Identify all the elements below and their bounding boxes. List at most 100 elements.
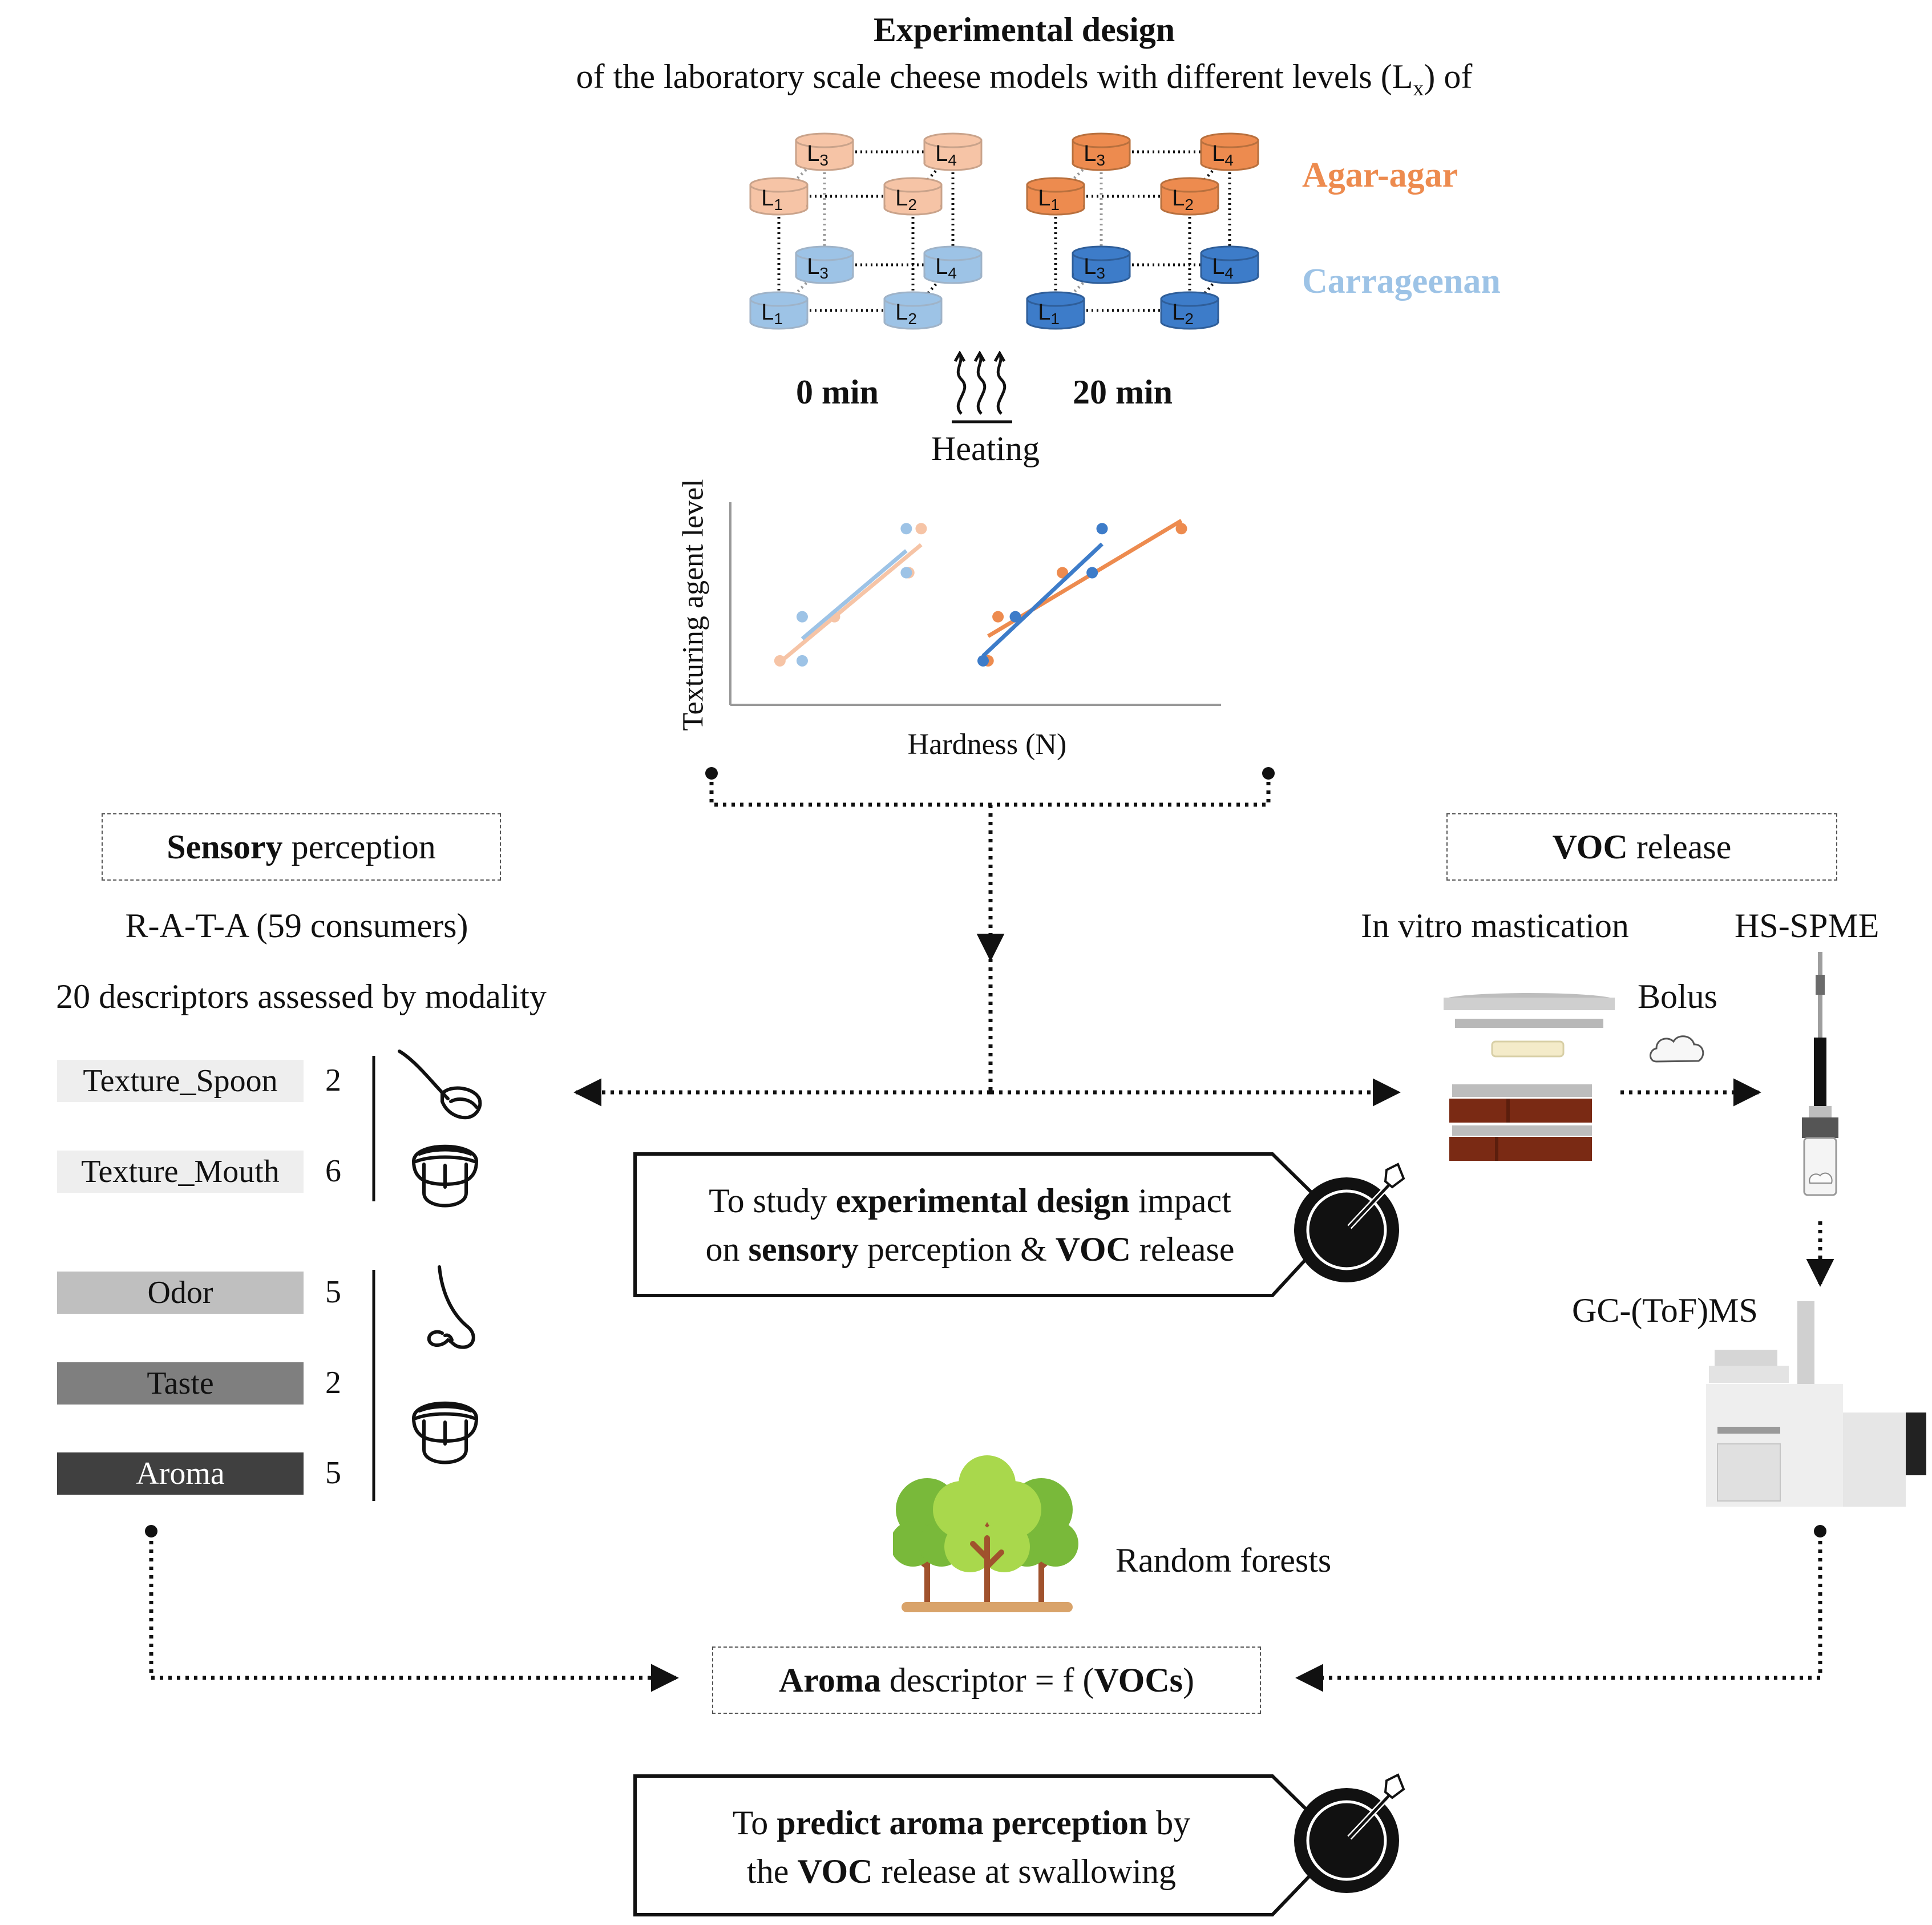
trend-line-3 [981, 542, 1104, 657]
modality-count: 5 [325, 1274, 341, 1310]
text-run: sensory [748, 1230, 859, 1268]
trend-line-1 [801, 549, 908, 640]
text-run: release at swallowing [872, 1853, 1176, 1890]
cheese-model-cylinder: L4 [923, 245, 983, 284]
text-run: by [1147, 1804, 1191, 1842]
cheese-model-cylinder: L3 [1072, 132, 1131, 171]
objective-1-number: 1 [1023, 1222, 1042, 1260]
modality-count: 2 [325, 1063, 341, 1098]
cheese-model-cylinder: L1 [1026, 291, 1085, 330]
aroma-link-dot [145, 1525, 157, 1537]
modality-texture-spoon: Texture_Spoon [57, 1060, 304, 1102]
gc-ms-instrument-icon [1706, 1301, 1926, 1507]
cheese-model-cylinder: L4 [923, 132, 983, 171]
text-run: To study [709, 1182, 836, 1220]
cheese-model-cylinder: L4 [1200, 245, 1259, 284]
cheese-model-cylinder: L4 [1200, 132, 1259, 171]
time-end-label: 20 min [1073, 373, 1173, 411]
cheese-model-cylinder: L1 [749, 291, 809, 330]
rata-label: R-A-T-A (59 consumers) [125, 907, 468, 945]
sensory-perception-box: Sensory perception [102, 813, 501, 881]
text-run: impact [1129, 1182, 1231, 1220]
text-run: ) [1183, 1661, 1195, 1699]
objective-1-line-1: To study experimental design impact [709, 1181, 1231, 1221]
data-point-0-0 [774, 655, 786, 667]
aroma-formula-box: Aroma descriptor = f (VOCs) [712, 1646, 1261, 1714]
text-run: VOCs [1094, 1661, 1183, 1699]
cheese-model-cylinder: L1 [749, 177, 809, 216]
data-point-1-0 [796, 655, 808, 667]
objective-2-number: 2 [1023, 1821, 1042, 1859]
cheese-model-cylinder: L2 [883, 291, 943, 330]
data-point-2-1 [992, 611, 1004, 623]
data-point-0-3 [915, 523, 927, 535]
cheese-model-cylinder: L2 [1160, 291, 1219, 330]
data-point-3-3 [1096, 523, 1108, 535]
text-run: descriptor = f ( [880, 1661, 1094, 1699]
data-point-2-2 [1057, 567, 1069, 579]
chart-bracket-connector [573, 773, 1401, 1107]
cheese-model-cylinder: L3 [795, 245, 854, 284]
objective-2-line-1: To predict aroma perception by [733, 1803, 1190, 1843]
hardness-chart [729, 502, 1221, 706]
text-run: perception & [858, 1230, 1056, 1268]
modality-count: 2 [325, 1365, 341, 1401]
cheese-model-cylinder: L2 [883, 177, 943, 216]
gc-tof-ms-label: GC-(ToF)MS [1572, 1292, 1758, 1329]
forest-trees-icon [893, 1455, 1078, 1612]
masticator-apparatus-icon [1444, 993, 1615, 1161]
data-point-1-2 [900, 567, 912, 579]
objective-1-frame [633, 1152, 1405, 1297]
gc-link-dot [1814, 1525, 1826, 1537]
modality-taste: Taste [57, 1362, 304, 1405]
modality-count: 5 [325, 1455, 341, 1491]
cheese-model-cylinder: L1 [1026, 177, 1085, 216]
text-run: release [1130, 1230, 1235, 1268]
cheese-model-cylinder: L3 [1072, 245, 1131, 284]
text-run: Aroma [778, 1661, 881, 1699]
mouth-tongue-icon [411, 1144, 479, 1208]
modality-count: 6 [325, 1153, 341, 1189]
text-run: experimental design [835, 1182, 1130, 1220]
bolus-cloud-icon [1650, 1035, 1704, 1063]
data-point-1-1 [796, 611, 808, 623]
objective-2-frame [633, 1773, 1405, 1916]
hs-spme-label: HS-SPME [1735, 907, 1880, 945]
text-run: predict aroma perception [777, 1804, 1148, 1842]
voc-release-box: VOC release [1446, 813, 1837, 881]
svg-text:L4: L4 [1212, 141, 1234, 169]
time-start-label: 0 min [796, 373, 879, 411]
data-point-1-3 [900, 523, 912, 535]
in-vitro-mastication-label: In vitro mastication [1361, 907, 1629, 945]
design-title: Experimental design [873, 11, 1175, 49]
bracket-dot-right [1262, 767, 1275, 780]
text-run: the [747, 1853, 798, 1890]
spoon-icon [398, 1050, 482, 1120]
data-point-3-1 [1009, 611, 1021, 623]
text-run: on [705, 1230, 749, 1268]
data-point-2-3 [1175, 523, 1187, 535]
design-subtitle: of the laboratory scale cheese models wi… [576, 58, 1473, 100]
objective-2-line-2: the VOC release at swallowing [747, 1852, 1176, 1891]
data-point-3-0 [977, 655, 989, 667]
text-run: To [732, 1804, 777, 1842]
modality-odor: Odor [57, 1272, 304, 1314]
objective-1-line-2: on sensory perception & VOC release [706, 1230, 1235, 1269]
cheese-model-cylinder: L3 [795, 132, 854, 171]
nose-icon [427, 1265, 475, 1349]
text-run: VOC [1055, 1230, 1131, 1268]
data-point-3-2 [1086, 567, 1098, 579]
mouth-tongue-icon-2 [411, 1401, 479, 1464]
svg-text:L1: L1 [761, 300, 783, 328]
cheese-model-cylinder: L2 [1160, 177, 1219, 216]
bolus-label: Bolus [1637, 978, 1718, 1015]
descriptors-label: 20 descriptors assessed by modality [56, 978, 547, 1015]
heating-icon [952, 351, 1012, 423]
hs-spme-vial-icon [1802, 952, 1838, 1196]
random-forests-label: Random forests [1115, 1541, 1332, 1579]
chart-y-label: Texturing agent level [677, 479, 710, 731]
chart-x-label: Hardness (N) [907, 728, 1067, 761]
agar-agar-label: Agar-agar [1302, 156, 1458, 195]
